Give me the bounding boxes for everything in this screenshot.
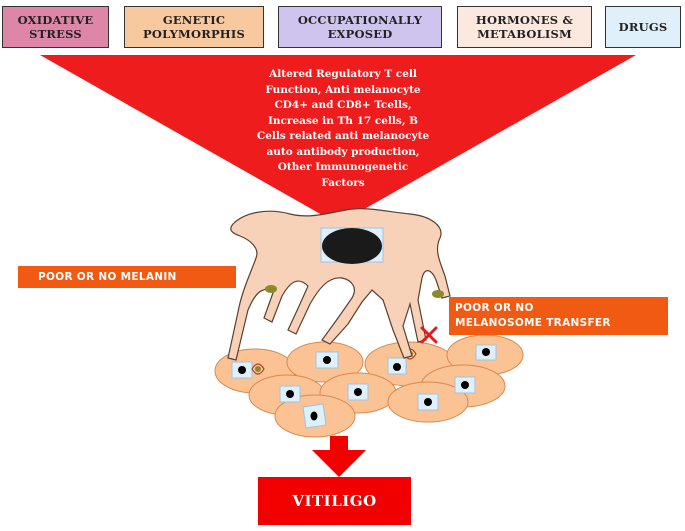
factor-genetic-polymorphism: GENETIC POLYMORPHIS: [124, 6, 264, 48]
melanocyte-nucleus: [322, 228, 382, 264]
nucleus: [424, 398, 432, 406]
nucleus: [323, 356, 331, 364]
factor-label: HORMONES & METABOLISM: [475, 13, 574, 41]
factor-drugs: DRUGS: [605, 6, 681, 48]
melanosome: [432, 290, 444, 298]
poor-melanin-label: POOR OR NO MELANIN: [18, 266, 236, 288]
factor-oxidative-stress: OXIDATIVE STRESS: [2, 6, 109, 48]
vitiligo-label: VITILIGO: [292, 492, 377, 510]
nucleus: [238, 366, 246, 374]
vitiligo-outcome-box: VITILIGO: [258, 477, 411, 525]
factor-label: OCCUPATIONALLY EXPOSED: [297, 13, 423, 41]
melanosome: [265, 285, 277, 293]
nucleus: [482, 348, 490, 356]
factor-label: OXIDATIVE STRESS: [17, 13, 94, 41]
factor-label: DRUGS: [618, 20, 668, 34]
immune-funnel: [40, 55, 636, 224]
factor-label: GENETIC POLYMORPHIS: [143, 13, 245, 41]
nucleus: [310, 411, 318, 421]
nucleus: [393, 363, 401, 371]
blocked-transfer-x-icon: [420, 326, 438, 344]
melanosome: [255, 366, 261, 372]
poor-melanosome-transfer-label: POOR OR NO MELANOSOME TRANSFER: [449, 297, 668, 335]
nucleus: [286, 390, 294, 398]
factor-occupationally-exposed: OCCUPATIONALLY EXPOSED: [278, 6, 442, 48]
outcome-arrow-shaft: [330, 436, 348, 452]
melanocyte-cell: [227, 208, 451, 361]
factor-hormones-metabolism: HORMONES & METABOLISM: [457, 6, 592, 48]
outcome-arrow-head: [312, 450, 366, 477]
nucleus: [461, 381, 469, 389]
nucleus: [354, 388, 362, 396]
immune-mechanism-text: Altered Regulatory T cell Function, Anti…: [256, 68, 430, 189]
keratinocyte-nuclei: [231, 344, 497, 429]
